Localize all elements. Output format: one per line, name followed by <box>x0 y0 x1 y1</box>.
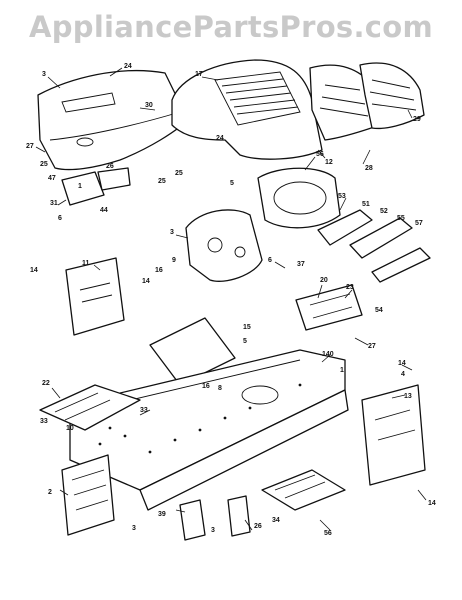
callout-label: 34 <box>272 517 280 524</box>
callout-label: 26 <box>106 163 114 170</box>
callout-label: 140 <box>322 351 334 358</box>
callout-label: 2 <box>48 489 52 496</box>
callout-label: 55 <box>397 215 405 222</box>
callout-label: 31 <box>50 200 58 207</box>
rear-panel-part <box>361 384 426 486</box>
callout-label: 22 <box>42 380 50 387</box>
callout-label: 15 <box>243 324 251 331</box>
watermark: AppliancePartsPros.com <box>28 10 434 44</box>
callout-label: 14 <box>30 267 38 274</box>
callout-label: 11 <box>82 260 90 267</box>
callout-label: 14 <box>142 278 150 285</box>
callout-label: 27 <box>368 343 376 350</box>
callout-label: 25 <box>175 170 183 177</box>
shroud-part <box>257 167 341 229</box>
callout-label: 3 <box>211 527 215 534</box>
callout-label: 24 <box>216 135 224 142</box>
callout-label: 16 <box>155 267 163 274</box>
front-bumper-part <box>61 454 115 536</box>
callout-label: 51 <box>362 201 370 208</box>
lower-bracket-part <box>179 495 251 541</box>
callout-label: 37 <box>297 261 305 268</box>
grille-part <box>309 62 425 141</box>
callout-label: 33 <box>140 407 148 414</box>
callout-label: 1 <box>340 367 344 374</box>
callout-label: 23 <box>346 284 354 291</box>
callout-label: 1 <box>78 183 82 190</box>
callout-label: 56 <box>324 530 332 537</box>
right-footrest-part <box>261 469 346 511</box>
floor-plate-part <box>149 317 236 386</box>
steering-support-part <box>185 209 263 282</box>
callout-label: 10 <box>66 425 74 432</box>
callout-label: 27 <box>26 143 34 150</box>
callout-label: 56 <box>316 151 324 158</box>
callout-label: 3 <box>42 71 46 78</box>
callout-label: 44 <box>100 207 108 214</box>
left-side-panel-part <box>65 257 125 336</box>
callout-label: 4 <box>401 371 405 378</box>
callout-label: 57 <box>415 220 423 227</box>
callout-label: 30 <box>145 102 153 109</box>
callout-label: 17 <box>195 71 203 78</box>
callout-label: 3 <box>132 525 136 532</box>
callout-label: 54 <box>375 307 383 314</box>
callout-label: 9 <box>172 257 176 264</box>
callout-label: 24 <box>124 63 132 70</box>
callout-label: 14 <box>398 360 406 367</box>
callout-label: 25 <box>40 161 48 168</box>
callout-label: 16 <box>202 383 210 390</box>
dash-bracket-part <box>61 167 131 206</box>
callouts: 3 24 17 30 29 27 25 47 44 25 24 25 26 31… <box>26 63 436 537</box>
callout-label: 39 <box>158 511 166 518</box>
callout-label: 47 <box>48 175 56 182</box>
callout-label: 5 <box>230 180 234 187</box>
callout-label: 33 <box>40 418 48 425</box>
callout-label: 3 <box>170 229 174 236</box>
callout-label: 12 <box>325 159 333 166</box>
seat-bracket-part <box>317 209 431 283</box>
callout-label: 20 <box>320 277 328 284</box>
callout-label: 14 <box>428 500 436 507</box>
callout-label: 6 <box>58 215 62 222</box>
callout-label: 5 <box>243 338 247 345</box>
seat-pan-part <box>295 284 363 331</box>
callout-label: 25 <box>158 178 166 185</box>
callout-label: 26 <box>254 523 262 530</box>
callout-label: 53 <box>338 193 346 200</box>
dash-panel-part <box>37 70 189 171</box>
callout-label: 29 <box>413 116 421 123</box>
callout-label: 52 <box>380 208 388 215</box>
callout-label: 28 <box>365 165 373 172</box>
callout-label: 13 <box>404 393 412 400</box>
left-footrest-part <box>39 384 141 431</box>
leader-lines <box>35 67 427 531</box>
callout-label: 6 <box>268 257 272 264</box>
callout-label: 8 <box>218 385 222 392</box>
